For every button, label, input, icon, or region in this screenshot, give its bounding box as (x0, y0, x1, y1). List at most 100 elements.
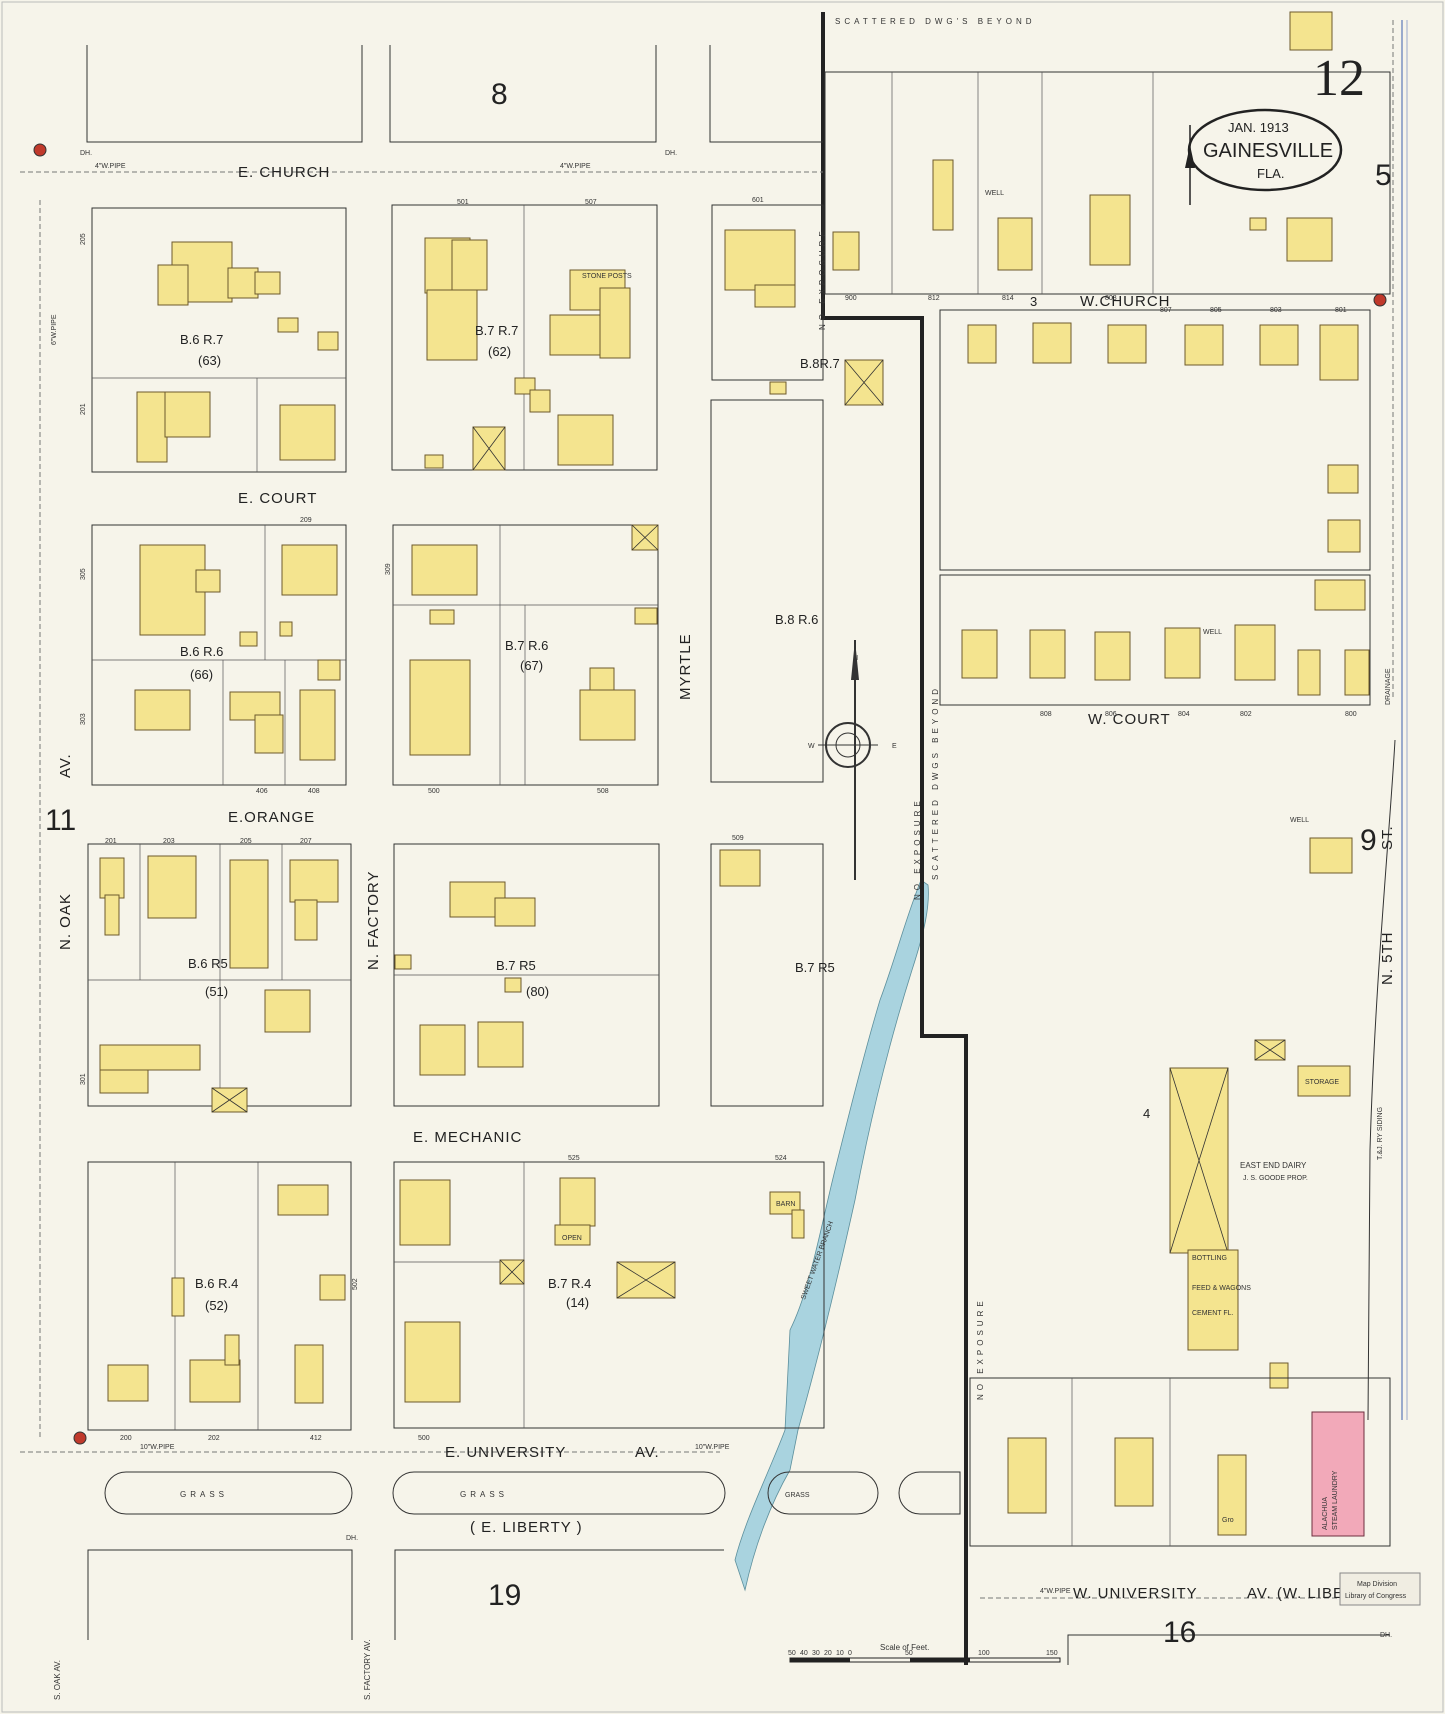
house-number: 803 (1270, 307, 1282, 314)
street-n-5th: N. 5TH (1379, 931, 1396, 985)
top-block-right (709, 45, 823, 143)
house-number: 808 (1105, 295, 1117, 302)
street-w-church: W.CHURCH (1080, 293, 1171, 310)
block-b6r4 (87, 1161, 352, 1431)
adjacent-sheet-9: 9 (1360, 824, 1377, 857)
railway-siding (1367, 739, 1396, 1421)
street-w-university: W. UNIVERSITY (1073, 1585, 1198, 1602)
house-number: 601 (752, 197, 764, 204)
house-number: 502 (352, 1278, 359, 1290)
block-b7r7 (391, 204, 658, 471)
dh-label: DH. (346, 1535, 358, 1542)
street-e-university: E. UNIVERSITY (445, 1444, 566, 1461)
no-exposure-top: NO EXPOSURE (818, 227, 827, 330)
block-b6r6 (91, 524, 347, 786)
grocery-label: Gro (1222, 1517, 1234, 1524)
block-b7r5e-label: B.7 R5 (795, 960, 835, 975)
block-b8r7-label: B.8R.7 (800, 356, 840, 371)
block-b7r5-label: B.7 R5 (496, 958, 536, 973)
well-label: WELL (1203, 629, 1222, 636)
block-19-west (87, 1549, 353, 1640)
sheet-city: GAINESVILLE (1203, 140, 1333, 162)
block-b7r4-label: B.7 R.4 (548, 1276, 591, 1291)
laundry-proprietor: ALACHUA (1322, 1497, 1329, 1530)
scale-label: Scale of Feet. (880, 1643, 929, 1652)
house-number: 800 (1345, 711, 1357, 718)
house-number: 209 (300, 517, 312, 524)
block-b7r6 (392, 524, 659, 786)
storage-label: STORAGE (1305, 1079, 1339, 1086)
pipe-label: 4"W.PIPE (95, 163, 126, 170)
grass-label-2: GRASS (460, 1490, 508, 1499)
grass-median-4 (898, 1471, 961, 1515)
no-exposure-lower: NO EXPOSURE (976, 1297, 985, 1400)
storage-building (1297, 1065, 1351, 1097)
block-b8r6-label: B.8 R.6 (775, 612, 818, 627)
street-s-factory: S. FACTORY AV. (363, 1640, 372, 1700)
scale-tick: 50 (788, 1650, 796, 1657)
grass-median-3 (767, 1471, 879, 1515)
street-n-factory: N. FACTORY (365, 871, 382, 970)
block-19-east (394, 1549, 724, 1640)
adjacent-sheet-11: 11 (45, 804, 76, 837)
street-s-oak: S. OAK AV. (53, 1660, 62, 1700)
house-number: 305 (80, 568, 87, 580)
scattered-dwgs-top: SCATTERED DWG'S BEYOND (835, 17, 1036, 26)
scale-tick: 100 (978, 1650, 990, 1657)
house-number: 501 (457, 199, 469, 206)
scale-tick: 0 (848, 1650, 852, 1657)
no-exposure-upper: NO EXPOSURE (913, 797, 922, 900)
street-n-oak-av: AV. (57, 753, 74, 778)
adjacent-sheet-5: 5 (1375, 159, 1392, 192)
pipe-label: 10"W.PIPE (695, 1444, 730, 1451)
well-label: WELL (1290, 817, 1309, 824)
scale-tick: 50 (905, 1650, 913, 1657)
fire-hydrant-icon (73, 1431, 87, 1445)
stamp-line-2: Library of Congress (1345, 1593, 1407, 1600)
street-w-court: W. COURT (1088, 711, 1171, 728)
block-b6r6-label: B.6 R.6 (180, 644, 223, 659)
scale-tick: 10 (836, 1650, 844, 1657)
block-w-university (969, 1377, 1391, 1547)
library-stamp (1339, 1572, 1421, 1606)
house-number: 412 (310, 1435, 322, 1442)
open-label: OPEN (562, 1235, 582, 1242)
stone-posts-label: STONE POSTS (582, 273, 632, 280)
sheet-number: 12 (1313, 50, 1365, 107)
street-myrtle: MYRTLE (677, 633, 694, 700)
block-b6r7 (91, 207, 347, 473)
house-number: 500 (418, 1435, 430, 1442)
street-e-university-av: AV. (635, 1444, 660, 1461)
block-b7r7-number: (62) (488, 344, 511, 359)
top-block-mid (389, 45, 657, 143)
house-number: 804 (1178, 711, 1190, 718)
house-number: 805 (1210, 307, 1222, 314)
house-number: 814 (1002, 295, 1014, 302)
dh-label: DH. (1380, 1632, 1392, 1639)
house-number: 303 (80, 713, 87, 725)
siding-label: T.&J. RY SIDING (1377, 1107, 1384, 1160)
house-number: 408 (308, 788, 320, 795)
house-number: 808 (1040, 711, 1052, 718)
house-number: 509 (732, 835, 744, 842)
cement-label: CEMENT FL. (1192, 1310, 1234, 1317)
block-w-court (939, 574, 1371, 706)
street-e-church: E. CHURCH (238, 164, 330, 181)
house-number: 205 (80, 233, 87, 245)
compass-w: W (808, 743, 815, 750)
block-w-church-south (939, 309, 1371, 571)
house-number: 812 (928, 295, 940, 302)
compass-n: N (853, 655, 858, 662)
scale-tick: 150 (1046, 1650, 1058, 1657)
scale-tick: 40 (800, 1650, 808, 1657)
alachua-steam-laundry (1311, 1411, 1365, 1537)
sweet-water-branch-creek (734, 879, 929, 1592)
scattered-dwgs-side: SCATTERED DWGS BEYOND (931, 685, 940, 880)
adjacent-sheet-3: 3 (1030, 294, 1037, 309)
house-number: 207 (300, 838, 312, 845)
adjacent-sheet-19: 19 (488, 1579, 521, 1612)
block-b6r4-label: B.6 R.4 (195, 1276, 238, 1291)
street-e-liberty: ( E. LIBERTY ) (470, 1519, 583, 1536)
compass-rose-icon: N W E (808, 640, 897, 880)
